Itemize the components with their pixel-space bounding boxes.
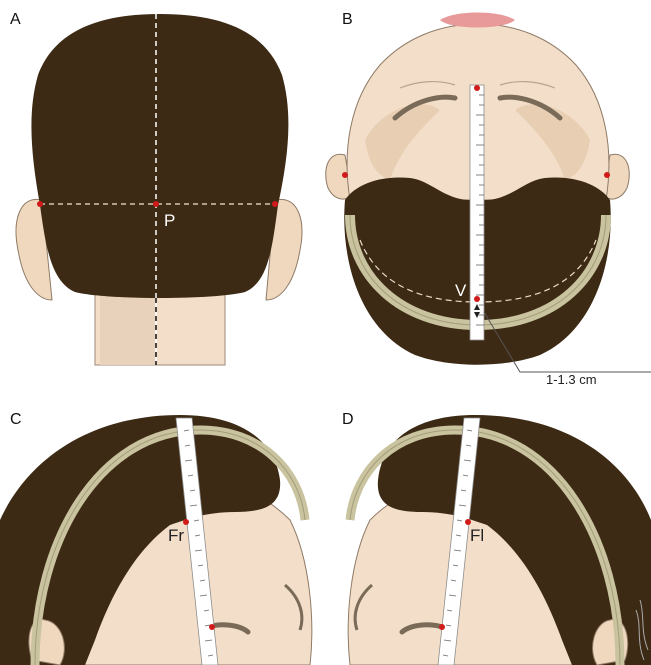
panel-b-point-v [474, 296, 480, 302]
panel-b-right-preauricular-point [604, 172, 610, 178]
panel-b-letter: B [342, 11, 353, 28]
panel-a-hair [31, 14, 288, 298]
panel-c-nasion-point [209, 624, 215, 630]
panel-a-point-p [153, 201, 159, 207]
panel-d-nasion-point [439, 624, 445, 630]
panel-b-nasion-point [474, 85, 480, 91]
panel-a-right-preauricular-point [272, 201, 278, 207]
panel-c: C [0, 411, 312, 665]
panel-a-letter: A [10, 11, 21, 28]
panel-c-point-label: Fr [168, 526, 184, 545]
panel-a-left-preauricular-point [37, 201, 43, 207]
panel-d-point-label: Fl [470, 526, 484, 545]
panel-b-lips [440, 13, 515, 28]
panel-d: D [342, 411, 651, 665]
panel-d-letter: D [342, 411, 354, 428]
panel-b-point-label: V [455, 281, 467, 300]
panel-a: A P [10, 11, 302, 365]
panel-d-point-fl [465, 519, 471, 525]
panel-b: B [326, 11, 651, 372]
panel-b-left-preauricular-point [342, 172, 348, 178]
panel-b-measurement-label: 1-1.3 cm [546, 372, 597, 387]
panel-a-point-label: P [164, 211, 175, 230]
panel-c-letter: C [10, 411, 22, 428]
panel-c-point-fr [183, 519, 189, 525]
